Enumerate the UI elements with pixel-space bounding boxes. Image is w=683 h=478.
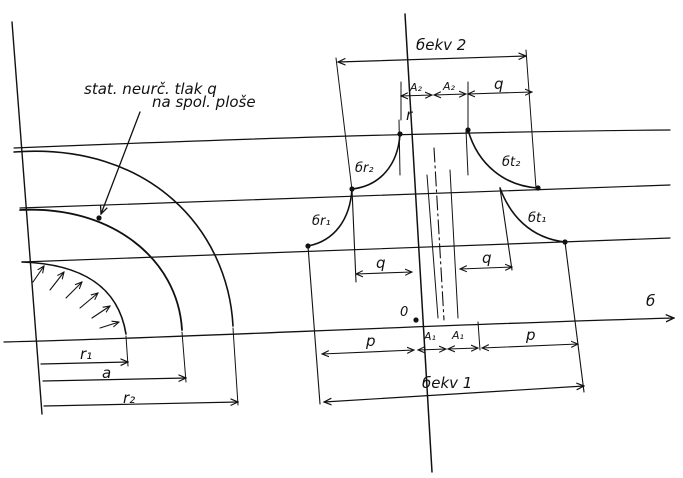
label-r1: r₁ (80, 345, 92, 363)
curve-radial-stress-lower (307, 188, 353, 247)
label-sigma-axis: б (646, 292, 655, 310)
curve-radial-stress-upper (351, 133, 401, 190)
point-r (397, 131, 403, 137)
dim-A2-right (434, 94, 466, 95)
symmetry-axis-dashdot (433, 147, 445, 321)
point-top-right (465, 127, 471, 133)
dim-q-lower-right (460, 267, 512, 269)
label-r-top: r (406, 106, 413, 124)
label-sigma-r2: бr₂ (355, 161, 374, 176)
dim-p-left (322, 350, 414, 354)
left-vertical-axis (11, 21, 43, 415)
label-q-lower-right: q (482, 249, 492, 267)
dim-p-right (482, 344, 578, 348)
point-sigma-t1 (562, 239, 568, 245)
label-sigma-t2: бt₂ (502, 155, 520, 170)
dim-A1-left (418, 349, 446, 350)
label-A1-right: A₁ (451, 329, 464, 342)
horizontal-axis (3, 318, 674, 343)
stress-diagram: бekv 2 A₂ A₂ q r бr₂ бr₁ бt₂ бt (305, 13, 655, 473)
point-sigma-r1 (305, 243, 311, 249)
dim-r2 (43, 402, 238, 407)
label-p-right: p (525, 326, 536, 344)
dim-sekv1 (324, 386, 584, 402)
label-q-upper: q (494, 75, 504, 93)
cylinder-cross-section: stat. neurč. tlak q na spol. ploše r₁ a … (3, 21, 674, 415)
inner-arc-r1 (21, 261, 127, 335)
radius-guide-lines (13, 129, 671, 263)
label-sekv2: бekv 2 (416, 36, 466, 54)
dim-q-upper (468, 92, 532, 94)
dim-A2-left (401, 95, 432, 96)
dim-A1-right (448, 348, 478, 349)
guide-line-r1 (21, 237, 671, 263)
point-sigma-r2 (349, 186, 355, 192)
outer-arc-r2 (13, 150, 234, 327)
annotation-line-2: na spol. ploše (152, 93, 256, 111)
dim-a (42, 378, 186, 381)
dim-r1 (40, 362, 128, 364)
label-sekv1: бekv 1 (422, 374, 472, 392)
dim-sekv2 (338, 56, 526, 62)
annotation-point (96, 215, 102, 221)
guide-line-r2 (13, 129, 671, 149)
curve-tangential-stress-upper (467, 129, 539, 189)
internal-pressure-arrows (32, 266, 119, 329)
middle-arc-a (19, 208, 183, 331)
label-A2-left: A₂ (409, 81, 423, 94)
annotation-line-1: stat. neurč. tlak q (84, 80, 217, 98)
annotation-pointer-arrow (101, 111, 141, 214)
point-origin (413, 317, 419, 323)
curve-tangential-stress-lower (499, 187, 566, 243)
guide-line-a (19, 184, 671, 209)
label-sigma-t1: бt₁ (528, 211, 546, 226)
label-origin: 0 (400, 305, 408, 320)
label-sigma-r1: бr₁ (312, 214, 331, 229)
label-A1-left: A₁ (423, 330, 436, 343)
label-q-lower-left: q (376, 254, 386, 272)
label-p-left: p (365, 332, 376, 350)
point-sigma-t2 (535, 185, 541, 191)
dim-q-lower-left (356, 272, 412, 274)
label-a: a (102, 364, 111, 382)
label-r2: r₂ (123, 389, 135, 407)
label-A2-right: A₂ (442, 80, 456, 93)
